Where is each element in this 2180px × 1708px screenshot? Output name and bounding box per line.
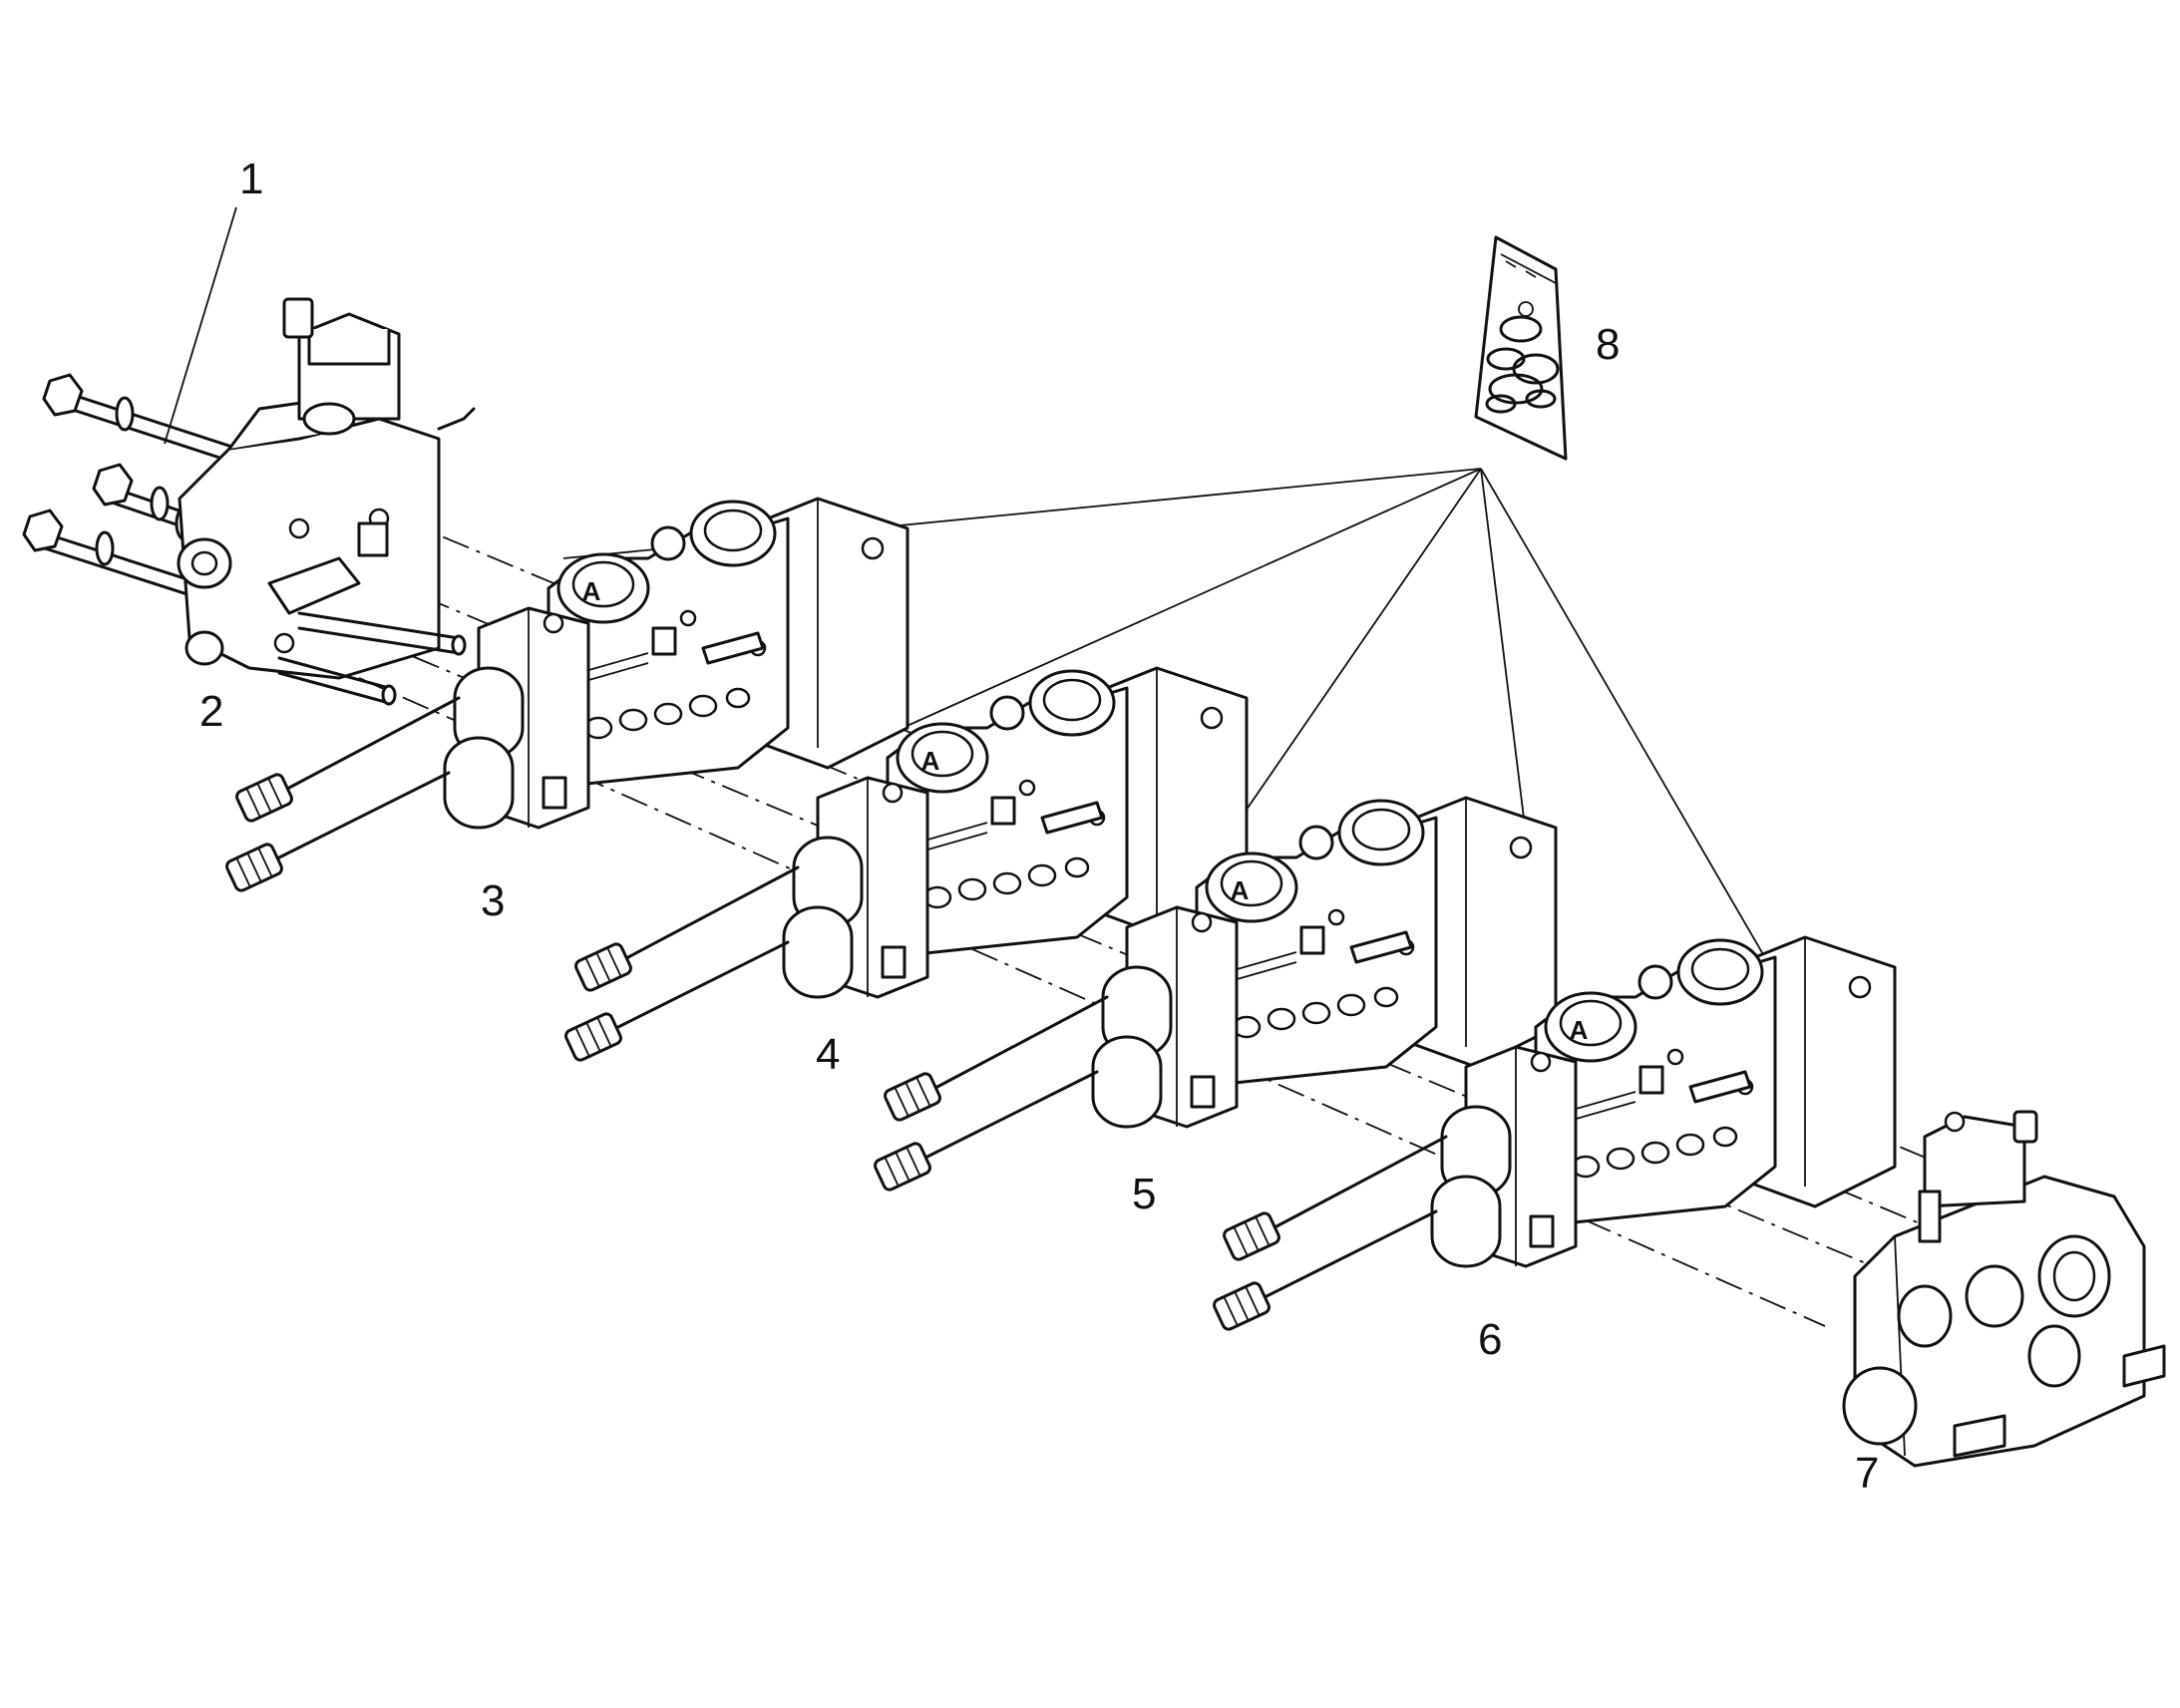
callout-7: 7 (1855, 1449, 1879, 1498)
outlet-section (1842, 1110, 2166, 1468)
callout-6: 6 (1478, 1315, 1502, 1364)
port-a-marking: A (921, 746, 940, 776)
callout-4: 4 (816, 1030, 840, 1079)
callout-8: 8 (1596, 320, 1620, 369)
nut-icon (92, 463, 134, 507)
nut-icon (22, 509, 64, 552)
callout-5: 5 (1132, 1170, 1156, 1218)
spool-section-3: A (223, 497, 909, 894)
spool-section-6: A (1211, 935, 1897, 1333)
spool-section-4: A (562, 666, 1249, 1064)
inlet-section (177, 297, 476, 706)
spool-section-5: A (872, 796, 1558, 1194)
leader-1 (164, 206, 237, 445)
nut-icon (42, 373, 84, 417)
port-a-marking: A (582, 576, 601, 606)
callout-2: 2 (199, 687, 223, 736)
port-a-marking: A (1231, 875, 1250, 905)
callout-1: 1 (239, 155, 263, 203)
port-a-marking: A (1570, 1015, 1589, 1045)
seal-kit-bag (1474, 235, 1568, 461)
callout-3: 3 (481, 876, 505, 925)
